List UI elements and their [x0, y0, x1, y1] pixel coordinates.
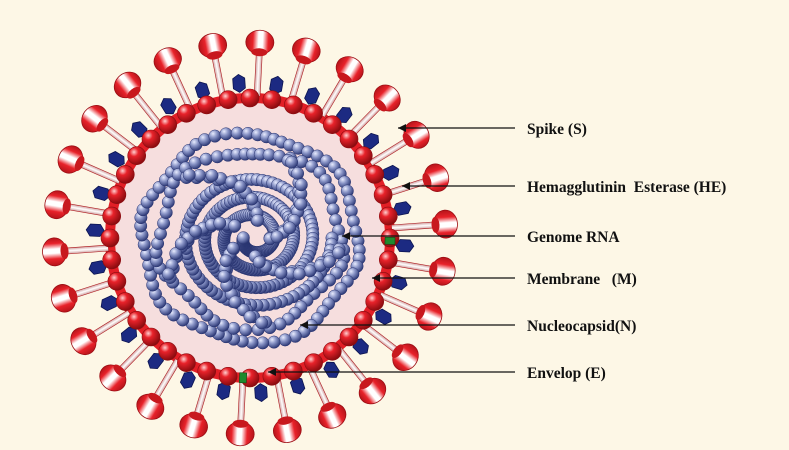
nucleocapsid-bead: [246, 193, 258, 205]
nucleocapsid-bead: [175, 238, 187, 250]
membrane-protein-bead: [366, 293, 384, 311]
membrane-protein-bead: [219, 91, 237, 109]
membrane-protein-bead: [305, 104, 323, 122]
genome-rna-label: Genome RNA: [527, 229, 620, 246]
nucleocapsid-bead: [211, 151, 223, 163]
membrane-protein-bead: [374, 272, 392, 290]
nucleocapsid-bead: [325, 193, 337, 205]
nucleocapsid-bead: [295, 179, 307, 191]
membrane-protein-bead: [177, 354, 195, 372]
membrane-protein-bead: [340, 328, 358, 346]
nucleocapsid-bead: [291, 167, 303, 179]
membrane-protein-bead: [379, 251, 397, 269]
nucleocapsid-bead: [227, 242, 239, 254]
membrane-protein-bead: [101, 229, 119, 247]
membrane-protein-bead: [284, 362, 302, 380]
membrane-protein-bead: [108, 272, 126, 290]
nucleocapsid-bead: [227, 322, 239, 334]
membrane-protein-bead: [103, 251, 121, 269]
membrane-protein-bead: [142, 130, 160, 148]
nucleocapsid-label: Nucleocapsid(N): [527, 318, 636, 335]
nucleocapsid-bead: [253, 256, 265, 268]
membrane-protein-bead: [241, 89, 259, 107]
nucleocapsid-bead: [229, 296, 241, 308]
membrane-protein-bead: [366, 165, 384, 183]
he-protein: [303, 85, 321, 106]
envelope-protein: [239, 373, 246, 383]
membrane-protein-bead: [103, 207, 121, 225]
membrane-protein-bead: [128, 311, 146, 329]
membrane-protein-bead: [198, 96, 216, 114]
spike-label: Spike (S): [527, 121, 587, 138]
nucleocapsid-bead: [295, 198, 307, 210]
nucleocapsid-bead: [275, 267, 287, 279]
hemagglutinin-esterase-label: Hemagglutinin Esterase (HE): [527, 179, 726, 196]
membrane-protein-bead: [284, 96, 302, 114]
nucleocapsid-bead: [229, 220, 241, 232]
nucleocapsid-bead: [160, 206, 172, 218]
membrane-protein-bead: [128, 147, 146, 165]
nucleocapsid-bead: [293, 268, 305, 280]
nucleocapsid-bead: [252, 214, 264, 226]
membrane-protein-bead: [108, 186, 126, 204]
nucleocapsid-bead: [218, 270, 230, 282]
nucleocapsid-bead: [256, 317, 268, 329]
nucleocapsid-bead: [200, 153, 212, 165]
nucleocapsid-bead: [206, 169, 218, 181]
membrane-protein-bead: [305, 354, 323, 372]
spike-arrowhead: [398, 124, 406, 132]
membrane-protein-bead: [198, 362, 216, 380]
membrane-protein-bead: [340, 130, 358, 148]
membrane-protein-bead: [354, 311, 372, 329]
nucleocapsid-bead: [189, 157, 201, 169]
he-protein: [254, 383, 267, 402]
nucleocapsid-bead: [244, 311, 256, 323]
nucleocapsid-bead: [237, 232, 249, 244]
membrane-protein-bead: [177, 104, 195, 122]
nucleocapsid-bead: [209, 130, 221, 142]
nucleocapsid-bead: [214, 217, 226, 229]
nucleocapsid-bead: [157, 217, 169, 229]
membrane-protein-bead: [323, 342, 341, 360]
nucleocapsid-bead: [234, 180, 246, 192]
membrane-protein-bead: [379, 207, 397, 225]
membrane-protein-bead: [354, 147, 372, 165]
nucleocapsid-bead: [162, 268, 174, 280]
membrane-protein-bead: [116, 165, 134, 183]
nucleocapsid-bead: [189, 225, 201, 237]
membrane-protein-bead: [159, 116, 177, 134]
membrane-protein-bead: [263, 367, 281, 385]
nucleocapsid-bead: [183, 169, 195, 181]
nucleocapsid-bead: [220, 128, 232, 140]
nucleocapsid-bead: [323, 256, 335, 268]
membrane-protein-bead: [159, 342, 177, 360]
membrane-protein-bead: [142, 328, 160, 346]
nucleocapsid-bead: [279, 334, 291, 346]
he-protein: [179, 369, 197, 390]
membrane-protein-bead: [374, 186, 392, 204]
membrane-label: Membrane (M): [527, 271, 637, 288]
membrane-protein-bead: [323, 116, 341, 134]
he-protein: [232, 74, 245, 93]
nucleocapsid-bead: [220, 255, 232, 267]
envelope-label: Envelop (E): [527, 365, 606, 382]
nucleocapsid-bead: [327, 203, 339, 215]
nucleocapsid-bead: [240, 324, 252, 336]
nucleocapsid-bead: [285, 156, 297, 168]
nucleocapsid-bead: [271, 231, 283, 243]
membrane-protein-bead: [219, 367, 237, 385]
membrane-protein-bead: [263, 91, 281, 109]
membrane-protein-bead: [116, 293, 134, 311]
envelope-protein: [385, 237, 395, 244]
nucleocapsid-bead: [283, 222, 295, 234]
nucleocapsid-bead: [268, 336, 280, 348]
nucleocapsid-bead: [332, 247, 344, 259]
